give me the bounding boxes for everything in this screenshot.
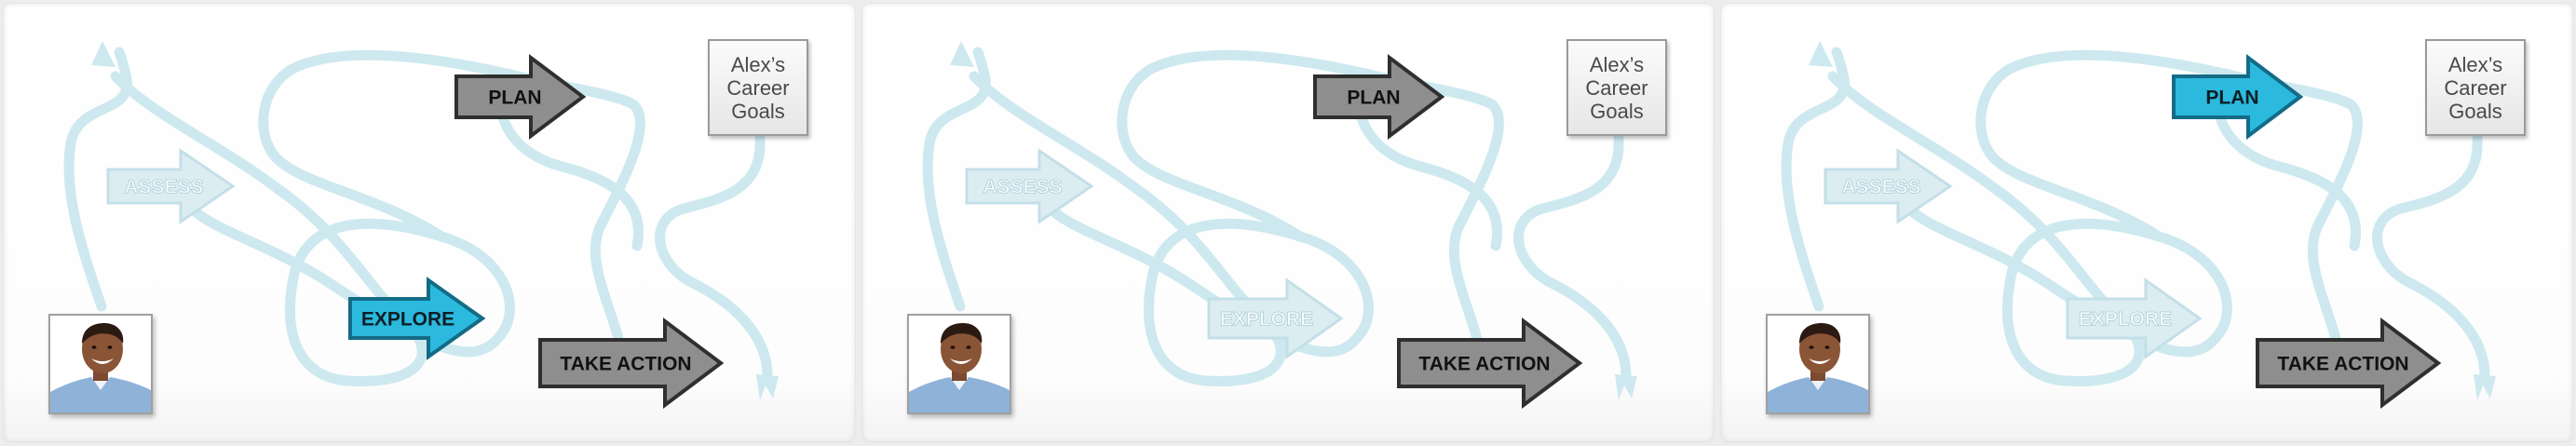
take-action-arrow: TAKE ACTION	[1397, 318, 1583, 409]
panel-1: ASSESS EXPLORE PLAN TAKE ACTION Alex’s C…	[4, 4, 855, 442]
take-action-arrow: TAKE ACTION	[538, 318, 725, 409]
career-goals-box: Alex’s Career Goals	[2425, 39, 2526, 136]
explore-arrow: EXPLORE	[348, 277, 486, 360]
assess-label: ASSESS	[1841, 177, 1920, 198]
assess-arrow: ASSESS	[1824, 148, 1953, 224]
panel-3: ASSESS EXPLORE PLAN TAKE ACTION Alex’s C…	[1721, 4, 2572, 442]
explore-label: EXPLORE	[2079, 309, 2172, 331]
person-portrait-icon	[909, 316, 1010, 412]
plan-label: PLAN	[1347, 88, 1400, 109]
explore-label: EXPLORE	[1220, 309, 1313, 331]
plan-arrow: PLAN	[2172, 54, 2304, 140]
path-diagram: ASSESS EXPLORE PLAN TAKE ACTION	[1781, 41, 2496, 409]
path-diagram: ASSESS EXPLORE PLAN TAKE ACTION	[63, 41, 779, 409]
path-diagram: ASSESS EXPLORE PLAN TAKE ACTION	[922, 41, 1637, 409]
take-action-label: TAKE ACTION	[1418, 354, 1550, 375]
plan-arrow: PLAN	[454, 54, 587, 140]
career-goals-box: Alex’s Career Goals	[708, 39, 808, 136]
take-action-label: TAKE ACTION	[2277, 354, 2408, 375]
path-arrowheads	[950, 41, 1637, 400]
portrait-photo	[48, 314, 153, 414]
explore-arrow: EXPLORE	[1207, 277, 1344, 359]
assess-label: ASSESS	[983, 177, 1062, 198]
explore-label: EXPLORE	[361, 309, 454, 331]
person-portrait-icon	[1768, 316, 1868, 412]
assess-label: ASSESS	[124, 177, 203, 198]
plan-arrow: PLAN	[1313, 54, 1445, 140]
panel-2: ASSESS EXPLORE PLAN TAKE ACTION Alex’s C…	[862, 4, 1714, 442]
explore-arrow: EXPLORE	[2066, 277, 2203, 359]
winding-path	[922, 47, 1632, 387]
portrait-photo	[1766, 314, 1870, 414]
assess-arrow: ASSESS	[106, 148, 236, 224]
career-goals-box: Alex’s Career Goals	[1566, 39, 1667, 136]
take-action-label: TAKE ACTION	[560, 354, 691, 375]
take-action-arrow: TAKE ACTION	[2256, 318, 2442, 409]
person-portrait-icon	[50, 316, 151, 412]
path-arrowheads	[91, 41, 779, 400]
plan-label: PLAN	[2205, 88, 2258, 109]
portrait-photo	[907, 314, 1011, 414]
plan-label: PLAN	[488, 88, 541, 109]
assess-arrow: ASSESS	[965, 148, 1094, 224]
path-arrowheads	[1809, 41, 2496, 400]
